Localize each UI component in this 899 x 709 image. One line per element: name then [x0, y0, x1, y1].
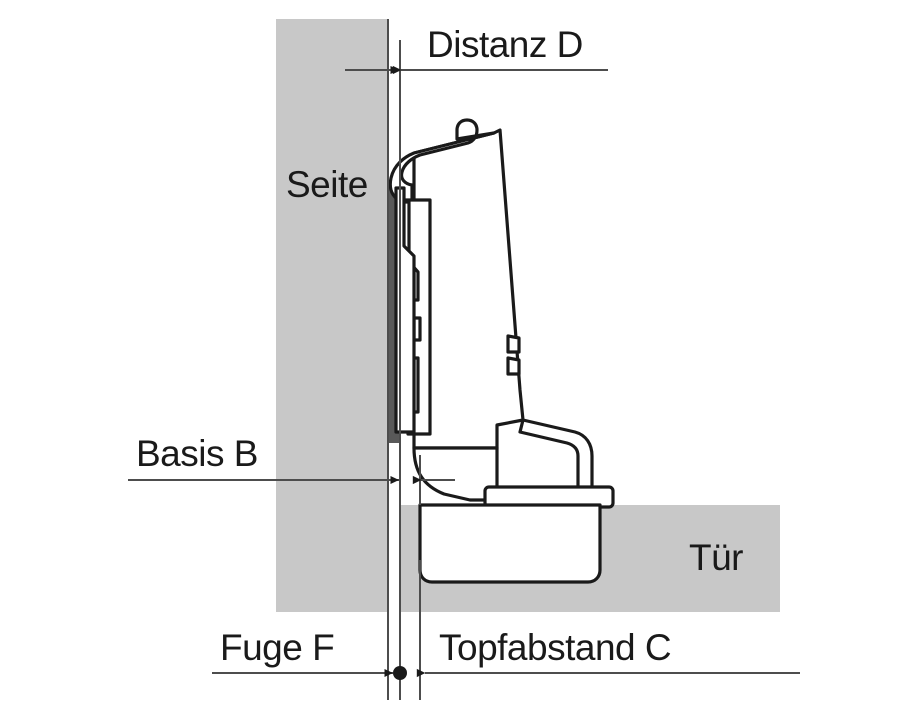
- hinge-notch-upper: [506, 334, 521, 354]
- dimension-fuge-f: Fuge F: [212, 627, 393, 678]
- dimension-basis-b: Basis B: [128, 433, 455, 485]
- hinge-notch-lower: [506, 356, 521, 376]
- dimension-topfabstand-c: Topfabstand C: [416, 627, 800, 678]
- reference-center-dot: [393, 666, 407, 680]
- dim-label-distanz-d: Distanz D: [427, 24, 583, 65]
- dim-label-fuge-f: Fuge F: [220, 627, 334, 668]
- hinge-right-flank: [518, 418, 594, 494]
- dim-label-basis-b: Basis B: [136, 433, 258, 474]
- hinge-cup: [418, 503, 602, 584]
- dimension-distanz-d: Distanz D: [345, 24, 608, 75]
- hinge-cam-hook: [388, 118, 496, 204]
- hinge-assembly: [388, 118, 615, 584]
- dim-label-topfabstand-c: Topfabstand C: [439, 627, 671, 668]
- part-label-tuer: Tür: [689, 537, 743, 578]
- part-label-seite: Seite: [286, 164, 368, 205]
- side-panel-seite: [276, 19, 388, 612]
